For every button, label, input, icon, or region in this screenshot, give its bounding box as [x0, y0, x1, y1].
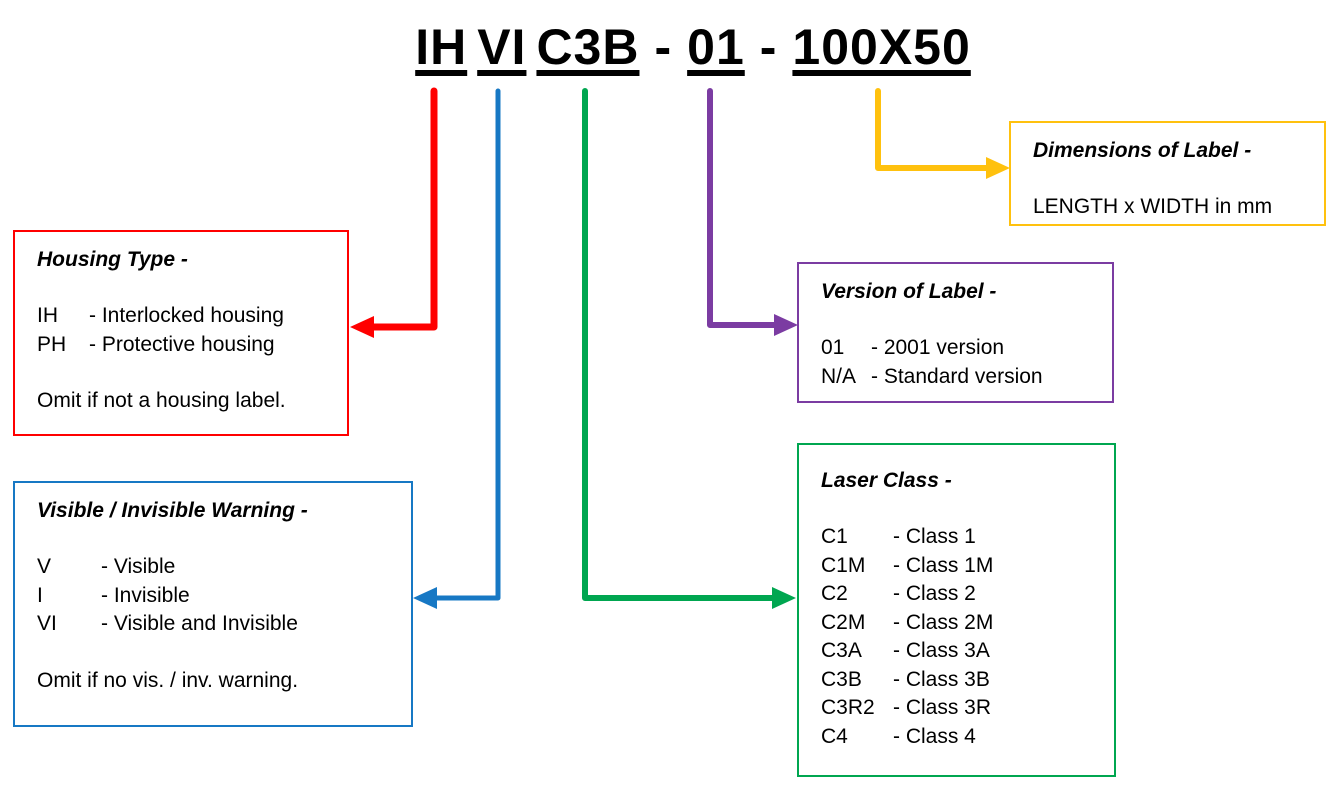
title-separator-dash: - [654, 19, 673, 75]
dimensions-connector-arrow [875, 88, 1010, 179]
legend-item-row: C1M - Class 1M [821, 552, 1092, 581]
warning-arrow-head-icon [413, 587, 437, 609]
laser-class-arrow-line [582, 88, 775, 601]
item-code: C1 [821, 525, 848, 548]
item-desc: - Class 2M [893, 610, 994, 634]
housing-type-items: IH - Interlocked housing PH - Protective… [37, 302, 325, 359]
version-arrow-line [707, 88, 777, 328]
laser-class-heading: Laser Class - [821, 469, 952, 492]
legend-item-row: V - Visible [37, 553, 389, 582]
title-segment-warning-code: VI [477, 19, 527, 75]
housing-arrow-line [370, 87, 438, 331]
dimensions-heading: Dimensions of Label - [1033, 139, 1252, 162]
title-segment-dimensions-code: 100X50 [792, 19, 971, 75]
label-code-title: IH VI C3B - 01 - 100X50 [415, 16, 971, 78]
version-of-label-box: Version of Label - 01 - 2001 version N/A… [797, 262, 1114, 403]
item-desc: - Class 4 [893, 724, 976, 748]
item-code: 01 [821, 336, 845, 359]
version-arrow-head-icon [774, 314, 798, 336]
title-separator-dash: - [759, 19, 778, 75]
legend-item-row: C3B - Class 3B [821, 666, 1092, 695]
item-code: N/A [821, 364, 857, 388]
version-items: 01 - 2001 version N/A - Standard version [821, 334, 1090, 391]
dimensions-arrow-head-icon [986, 157, 1010, 179]
item-code: C1M [821, 553, 866, 577]
item-desc: - Visible [101, 555, 176, 578]
item-desc: - Invisible [101, 583, 190, 607]
legend-item-row: N/A - Standard version [821, 363, 1090, 392]
item-desc: - Protective housing [89, 332, 275, 356]
item-code: C2M [821, 610, 866, 634]
legend-item-row: C2M - Class 2M [821, 609, 1092, 638]
item-desc: - Class 3B [893, 667, 990, 691]
warning-items: V - Visible I - Invisible VI - Visible a… [37, 553, 389, 639]
item-code: V [37, 555, 52, 578]
title-segment-housing-code: IH [415, 19, 468, 75]
version-heading: Version of Label - [821, 280, 997, 303]
legend-item-row: I - Invisible [37, 582, 389, 611]
item-desc: - Standard version [871, 364, 1043, 388]
legend-item-row: C1 - Class 1 [821, 523, 1092, 552]
warning-connector-arrow [413, 88, 501, 609]
item-code: I [37, 583, 43, 607]
housing-type-box: Housing Type - IH - Interlocked housing … [13, 230, 349, 436]
item-code: VI [37, 612, 57, 635]
item-desc: - Class 2 [893, 582, 976, 605]
legend-item-row: C2 - Class 2 [821, 580, 1092, 609]
title-segment-version-code: 01 [687, 19, 745, 75]
legend-item-row: C3A - Class 3A [821, 637, 1092, 666]
legend-item-row: PH - Protective housing [37, 331, 325, 360]
laser-class-connector-arrow [582, 88, 796, 609]
item-desc: - Visible and Invisible [101, 612, 298, 635]
item-code: C4 [821, 724, 848, 748]
item-code: C3R2 [821, 696, 875, 719]
housing-type-note: Omit if not a housing label. [37, 389, 286, 412]
legend-item-row: 01 - 2001 version [821, 334, 1090, 363]
version-connector-arrow [707, 88, 798, 336]
item-code: PH [37, 332, 67, 356]
item-desc: - Interlocked housing [89, 304, 284, 327]
laser-class-items: C1 - Class 1 C1M - Class 1M C2 - Class 2… [821, 523, 1092, 751]
item-code: IH [37, 304, 58, 327]
laser-class-arrow-head-icon [772, 587, 796, 609]
visible-invisible-warning-box: Visible / Invisible Warning - V - Visibl… [13, 481, 413, 727]
item-desc: - Class 1 [893, 525, 976, 548]
housing-connector-arrow [350, 87, 438, 338]
housing-type-heading: Housing Type - [37, 248, 188, 271]
warning-heading: Visible / Invisible Warning - [37, 499, 308, 522]
legend-item-row: C3R2 - Class 3R [821, 694, 1092, 723]
dimensions-arrow-line [875, 88, 989, 171]
dimensions-of-label-box: Dimensions of Label - LENGTH x WIDTH in … [1009, 121, 1326, 226]
item-desc: - Class 1M [893, 553, 994, 577]
laser-class-box: Laser Class - C1 - Class 1 C1M - Class 1… [797, 443, 1116, 777]
item-code: C3B [821, 667, 862, 691]
item-desc: - 2001 version [871, 336, 1005, 359]
warning-note: Omit if no vis. / inv. warning. [37, 668, 299, 692]
item-code: C3A [821, 639, 862, 662]
warning-arrow-line [434, 88, 501, 601]
legend-item-row: IH - Interlocked housing [37, 302, 325, 331]
housing-arrow-head-icon [350, 316, 374, 338]
dimensions-note: LENGTH x WIDTH in mm [1033, 195, 1273, 218]
item-code: C2 [821, 582, 848, 605]
item-desc: - Class 3R [893, 696, 992, 719]
title-segment-laser-class-code: C3B [536, 19, 640, 75]
legend-item-row: VI - Visible and Invisible [37, 610, 389, 639]
item-desc: - Class 3A [893, 639, 990, 662]
legend-item-row: C4 - Class 4 [821, 723, 1092, 752]
